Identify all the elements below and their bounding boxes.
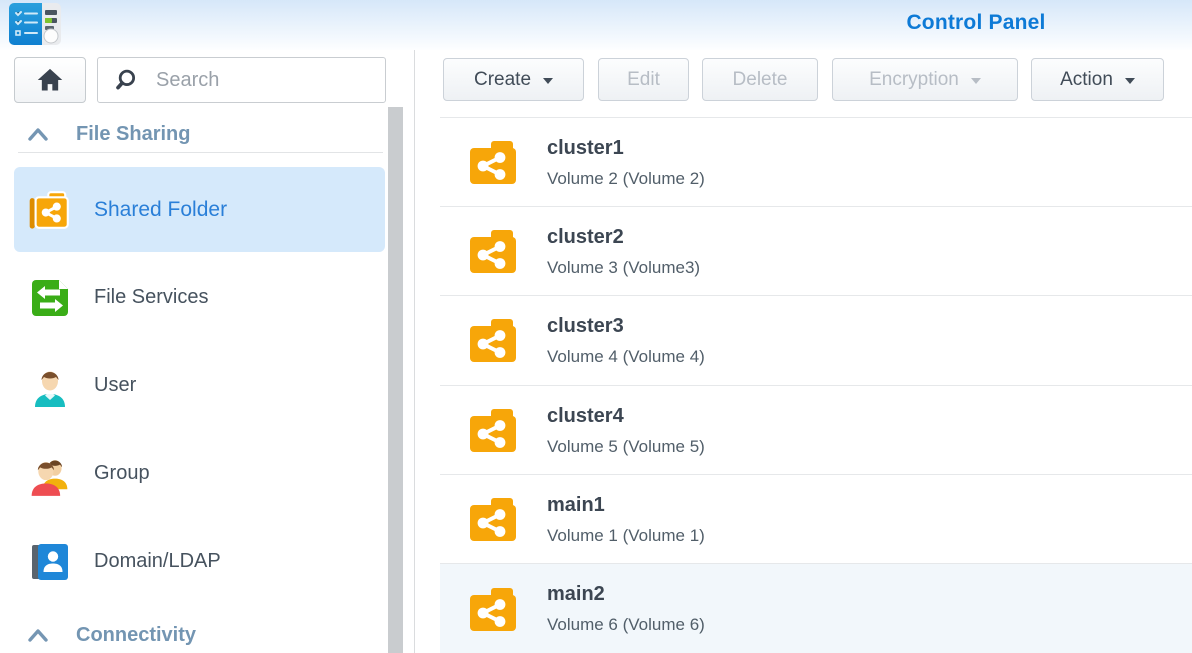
folder-location: Volume 3 (Volume3) [547, 257, 701, 277]
domain-ldap-icon [32, 543, 68, 580]
section-header-file-sharing[interactable]: File Sharing [14, 120, 374, 148]
folder-row-cluster1[interactable]: cluster1 Volume 2 (Volume 2) [440, 117, 1192, 206]
shared-folder-icon [29, 190, 69, 229]
shared-folder-icon [468, 585, 518, 633]
button-label: Encryption [869, 68, 959, 90]
folder-row-main2[interactable]: main2 Volume 6 (Volume 6) [440, 563, 1192, 653]
create-button[interactable]: Create [443, 58, 584, 101]
sidebar-item-group[interactable]: Group [14, 431, 385, 516]
folder-name: main2 [547, 583, 605, 605]
encryption-button[interactable]: Encryption [832, 58, 1018, 101]
group-icon [31, 459, 68, 496]
folder-name: cluster3 [547, 314, 624, 337]
folder-location: Volume 4 (Volume 4) [547, 346, 705, 366]
search-icon [116, 69, 136, 90]
search-input[interactable] [156, 68, 366, 92]
search-box[interactable] [97, 57, 386, 103]
folder-location: Volume 2 (Volume 2) [547, 168, 705, 188]
folder-location: Volume 6 (Volume 6) [547, 615, 705, 634]
window-header: Control Panel [0, 0, 1192, 50]
sidebar-item-shared-folder[interactable]: Shared Folder [14, 167, 385, 252]
sidebar-item-label: Domain/LDAP [94, 550, 221, 572]
folder-name: main1 [547, 493, 605, 516]
button-label: Edit [627, 68, 660, 90]
folder-name: cluster2 [547, 225, 624, 248]
sidebar-item-user[interactable]: User [14, 343, 385, 428]
shared-folder-icon [468, 496, 518, 543]
file-services-icon [32, 279, 68, 316]
folder-location: Volume 5 (Volume 5) [547, 436, 705, 456]
sidebar-item-label: User [94, 374, 137, 396]
folder-name: cluster1 [547, 136, 624, 159]
button-label: Create [473, 68, 532, 90]
sidebar-main-divider [414, 50, 415, 653]
shared-folder-icon [468, 317, 518, 364]
sidebar-item-label: Group [94, 462, 150, 484]
edit-button[interactable]: Edit [598, 58, 689, 101]
button-label: Action [1060, 68, 1113, 90]
dropdown-caret-icon [1124, 78, 1135, 84]
chevron-up-icon [28, 629, 48, 642]
page-title: Control Panel [906, 11, 1046, 34]
shared-folder-icon [468, 139, 518, 186]
section-header-connectivity[interactable]: Connectivity [14, 621, 374, 649]
sidebar-item-label: Shared Folder [94, 197, 228, 221]
sidebar-item-file-services[interactable]: File Services [14, 255, 385, 340]
shared-folder-list: cluster1 Volume 2 (Volume 2) cluster2 Vo… [440, 117, 1192, 653]
dropdown-caret-icon [970, 78, 981, 84]
control-panel-app-icon[interactable] [9, 3, 61, 45]
folder-row-cluster3[interactable]: cluster3 Volume 4 (Volume 4) [440, 295, 1192, 384]
folder-row-cluster2[interactable]: cluster2 Volume 3 (Volume3) [440, 206, 1192, 295]
dropdown-caret-icon [543, 78, 554, 84]
action-button[interactable]: Action [1031, 58, 1164, 101]
section-label: Connectivity [76, 623, 197, 646]
home-button[interactable] [14, 57, 86, 103]
button-label: Delete [732, 68, 788, 90]
home-icon [37, 68, 63, 91]
sidebar-scrollbar[interactable] [388, 107, 403, 653]
folder-location: Volume 1 (Volume 1) [547, 525, 705, 545]
chevron-up-icon [28, 128, 48, 141]
section-divider [18, 152, 383, 153]
folder-name: cluster4 [547, 404, 624, 427]
sidebar-item-domain-ldap[interactable]: Domain/LDAP [14, 519, 385, 604]
folder-row-cluster4[interactable]: cluster4 Volume 5 (Volume 5) [440, 385, 1192, 474]
sidebar-item-label: File Services [94, 286, 209, 308]
folder-row-main1[interactable]: main1 Volume 1 (Volume 1) [440, 474, 1192, 563]
shared-folder-icon [468, 407, 518, 454]
delete-button[interactable]: Delete [702, 58, 818, 101]
sidebar: File Sharing Shared Folder [0, 50, 415, 653]
shared-folder-icon [468, 228, 518, 275]
user-icon [35, 371, 65, 407]
main-panel: Create Edit Delete Encryption Action clu… [440, 50, 1192, 653]
section-label: File Sharing [76, 122, 191, 145]
